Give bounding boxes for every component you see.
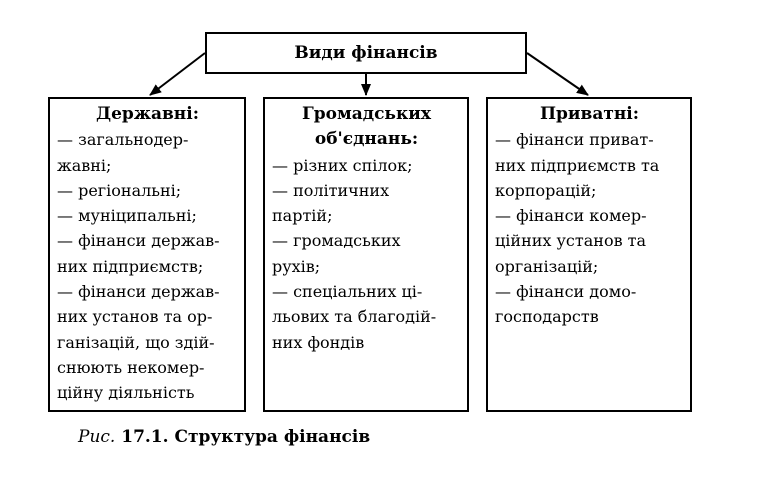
category-title-line: об'єднань: xyxy=(314,129,419,150)
category-title: Громадських об'єднань: xyxy=(272,102,461,153)
category-item-line: ганізацій, що здій- xyxy=(57,332,215,352)
arrow-to-state xyxy=(149,52,206,96)
category-item-line: — муніципальні; xyxy=(57,206,197,226)
category-item-line: — фінанси держав- xyxy=(57,282,220,302)
category-item-line: жавні; xyxy=(57,155,112,175)
category-item-line: льових та благодій- xyxy=(272,307,437,327)
category-item-line: ційну діяльність xyxy=(57,383,195,403)
root-node-label: Види фінансів xyxy=(294,43,438,63)
category-item-line: корпорацій; xyxy=(495,180,597,200)
caption-text: 17.1. Структура фінансів xyxy=(121,427,371,447)
category-box-private: Приватні: — фінанси приват- них підприєм… xyxy=(486,97,692,412)
category-item-line: — фінанси держав- xyxy=(57,231,220,251)
category-item-line: ційних установ та xyxy=(495,231,647,251)
category-item-line: — фінанси приват- xyxy=(495,130,654,150)
arrow-to-private xyxy=(526,52,589,96)
category-title-line: Громадських xyxy=(302,104,431,124)
category-title-line: Приватні: xyxy=(539,104,640,124)
caption-prefix: Рис. xyxy=(78,427,116,447)
category-item-line: організацій; xyxy=(495,256,599,276)
category-item-line: них фондів xyxy=(272,332,365,352)
figure-caption: Рис. 17.1. Структура фінансів xyxy=(78,427,370,447)
category-item-line: — громадських xyxy=(272,231,401,251)
category-title: Державні: xyxy=(57,102,238,127)
category-item-line: — політичних xyxy=(272,180,390,200)
category-item-line: них установ та ор- xyxy=(57,307,213,327)
category-item-line: рухів; xyxy=(272,256,321,276)
category-item-line: — регіональні; xyxy=(57,180,182,200)
category-title: Приватні: xyxy=(495,102,684,127)
category-item-line: партій; xyxy=(272,206,333,226)
category-box-public: Громадських об'єднань: — різних спілок; … xyxy=(263,97,469,412)
category-item-line: — різних спілок; xyxy=(272,155,413,175)
category-item-line: господарств xyxy=(495,307,599,327)
category-item-line: — загальнодер- xyxy=(57,130,189,150)
category-item-line: снюють некомер- xyxy=(57,357,205,377)
category-item-line: них підприємств та xyxy=(495,155,660,175)
category-item-line: — спеціальних ці- xyxy=(272,282,423,302)
category-item-line: них підприємств; xyxy=(57,256,204,276)
category-item-line: — фінанси комер- xyxy=(495,206,647,226)
category-title-line: Державні: xyxy=(96,104,199,124)
category-box-state: Державні: — загальнодер- жавні; — регіон… xyxy=(48,97,246,412)
root-node-box: Види фінансів xyxy=(205,32,527,74)
category-item-line: — фінанси домо- xyxy=(495,282,637,302)
